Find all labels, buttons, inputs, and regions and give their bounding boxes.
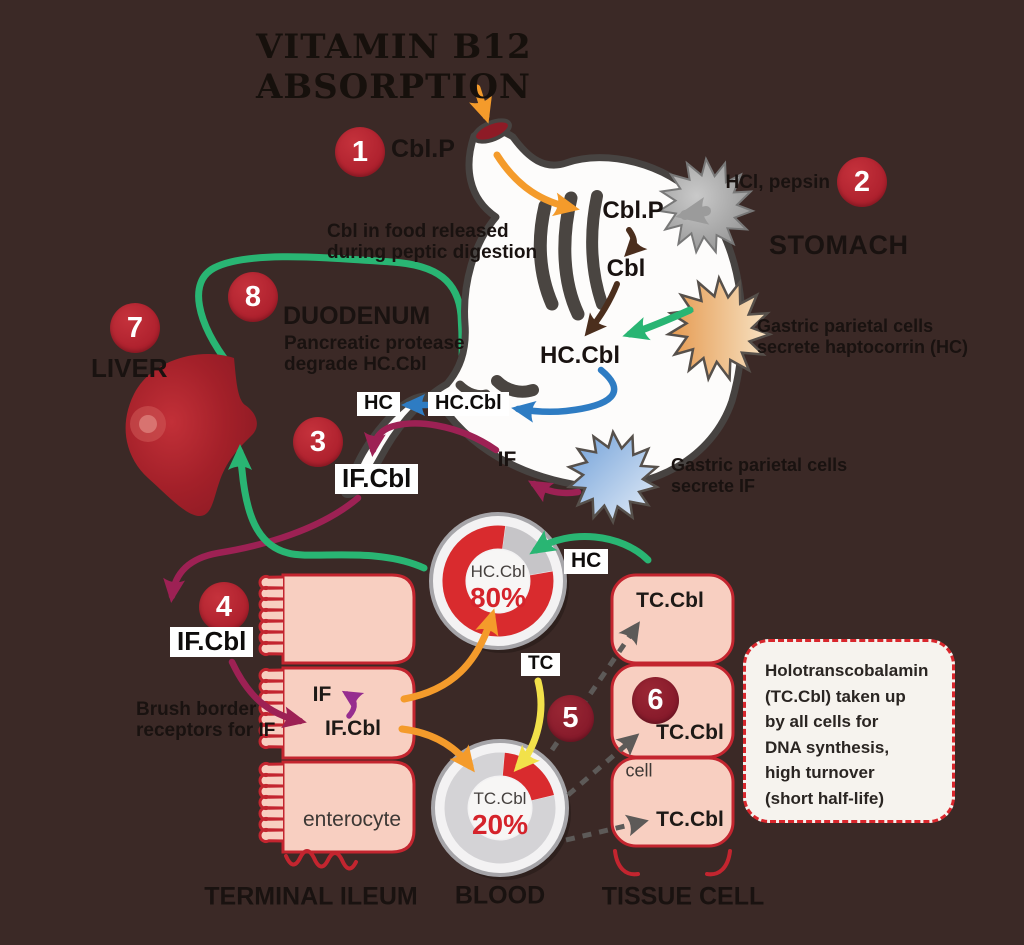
brush-border-villi bbox=[258, 762, 285, 850]
blood-tc-donut bbox=[431, 739, 571, 880]
arrow-hccbl-to-duodenum bbox=[511, 366, 618, 423]
arrow-hc-cell-to-hccbl bbox=[622, 306, 694, 341]
tissue-cell-top bbox=[610, 573, 735, 665]
step-4-badge: 4 bbox=[199, 582, 249, 632]
arrow-cbl-to-hccbl bbox=[584, 281, 620, 337]
food-release-note: Cbl in food released during peptic diges… bbox=[327, 221, 537, 263]
stomach-if-label: IF bbox=[497, 448, 517, 471]
note-line2: (TC.Cbl) taken up bbox=[765, 686, 906, 706]
donut-slice-remainder bbox=[444, 752, 556, 864]
tc-donut-value: 20% bbox=[471, 809, 529, 840]
hc-secretion-note: Gastric parietal cells secrete haptocorr… bbox=[757, 316, 968, 358]
holotranscobalamin-note: Holotranscobalamin (TC.Cbl) taken up by … bbox=[743, 639, 955, 823]
stomach-hccbl-label: HC.Cbl bbox=[540, 342, 620, 369]
duodenum-note-line2: degrade HC.Cbl bbox=[284, 354, 427, 375]
note-line1: Holotranscobalamin bbox=[765, 661, 929, 680]
step-3-badge: 3 bbox=[293, 417, 343, 467]
arrow-hc-to-donut bbox=[529, 530, 652, 564]
step-6-badge: 6 bbox=[632, 677, 679, 724]
arrow-cblp-to-cbl bbox=[624, 227, 648, 257]
duodenum-note: Pancreatic protease degrade HC.Cbl bbox=[284, 333, 465, 375]
liver-shape bbox=[125, 354, 257, 517]
arrow-if-to-ifcbl bbox=[363, 420, 500, 457]
donut-slice-remainder bbox=[501, 526, 553, 576]
step-4-ifcbl-tag: IF.Cbl bbox=[170, 627, 254, 658]
page-title: VITAMIN B12 ABSORPTION bbox=[256, 27, 532, 107]
donut-slice-Cbl-bound-to-TC-in-blood bbox=[502, 752, 554, 802]
arrow-enterocyte-to-liver bbox=[228, 444, 428, 572]
terminal-ileum-label: TERMINAL ILEUM bbox=[204, 882, 418, 911]
note-line3: by all cells for bbox=[765, 712, 879, 731]
step-1-badge: 1 bbox=[335, 127, 385, 177]
if-secreting-cell-icon bbox=[565, 428, 661, 526]
blood-hc-tag: HC bbox=[564, 549, 609, 575]
note-line6: (short half-life) bbox=[765, 788, 884, 808]
ileum-base-squiggle bbox=[284, 849, 358, 871]
donut-slice-Cbl-bound-to-HC-in-blood bbox=[442, 525, 554, 637]
arrow-food-entry bbox=[469, 84, 492, 124]
duodenum-note-line1: Pancreatic protease bbox=[284, 333, 465, 354]
hcl-pepsin-label: HCl, pepsin bbox=[725, 172, 830, 193]
duodenum-hccbl-tag: HC.Cbl bbox=[428, 392, 509, 416]
duodenum-hc-tag: HC bbox=[357, 392, 400, 416]
arrow-ifcbl-to-ileum bbox=[163, 494, 362, 603]
duodenum-label: DUODENUM bbox=[283, 302, 431, 330]
if-secretion-note-line1: Gastric parietal cells bbox=[671, 455, 848, 475]
arrow-enterocyte-to-tc-donut bbox=[398, 725, 475, 773]
tissue-cell-word: cell bbox=[625, 760, 653, 781]
step-1-label: Cbl.P bbox=[391, 135, 455, 163]
brush-border-note-line2: receptors for IF bbox=[136, 720, 276, 741]
hc-donut-value: 80% bbox=[469, 582, 527, 613]
step-7-badge: 7 bbox=[110, 303, 160, 353]
arrow-ifcbl-into-enterocyte bbox=[228, 658, 307, 729]
enterocyte-if-label: IF bbox=[312, 683, 332, 706]
food-release-note-line2: during peptic digestion bbox=[327, 242, 538, 263]
if-secretion-note-line2: secrete IF bbox=[671, 476, 756, 496]
enterocyte-cell-bottom bbox=[281, 760, 416, 854]
arrow-hcl-to-cblp bbox=[675, 197, 711, 225]
stomach-cbl-label: Cbl bbox=[606, 255, 646, 282]
food-release-note-line1: Cbl in food released bbox=[327, 221, 509, 242]
step-8-badge: 8 bbox=[228, 272, 278, 322]
brush-border-villi bbox=[258, 575, 285, 661]
blood-tc-tag: TC bbox=[521, 653, 561, 676]
tissue-tccbl-bottom-label: TC.Cbl bbox=[656, 808, 724, 831]
note-line4: DNA synthesis, bbox=[765, 737, 890, 757]
tissue-cell-label: TISSUE CELL bbox=[601, 882, 765, 911]
step-5-badge: 5 bbox=[547, 695, 594, 742]
arrow-ifcbl-to-if-in-cell bbox=[341, 690, 365, 719]
enterocyte-cell-top bbox=[281, 573, 416, 665]
step-3-ifcbl-tag: IF.Cbl bbox=[335, 464, 419, 495]
enterocyte-label: enterocyte bbox=[302, 808, 402, 831]
tissue-tccbl-mid-label: TC.Cbl bbox=[656, 721, 724, 744]
hc-secretion-note-line2: secrete haptocorrin (HC) bbox=[757, 337, 969, 357]
if-secretion-note: Gastric parietal cells secrete IF bbox=[671, 455, 847, 497]
arrow-food-to-cblp bbox=[493, 151, 580, 217]
note-line5: high turnover bbox=[765, 763, 875, 782]
liver-label: LIVER bbox=[91, 353, 168, 383]
hc-secretion-note-line1: Gastric parietal cells bbox=[757, 316, 934, 336]
brush-border-note-line1: Brush border bbox=[136, 699, 257, 720]
step-2-badge: 2 bbox=[837, 157, 887, 207]
stomach-region-label: STOMACH bbox=[769, 230, 909, 260]
tissue-tccbl-top-label: TC.Cbl bbox=[636, 589, 704, 612]
hc-donut-label: HC.Cbl bbox=[470, 562, 526, 581]
stomach-cblp-label: Cbl.P bbox=[602, 197, 664, 224]
tc-donut-label: TC.Cbl bbox=[473, 789, 527, 808]
brush-border-note: Brush border receptors for IF bbox=[136, 699, 275, 741]
arrow-enterocyte-to-hc-donut bbox=[400, 608, 499, 703]
enterocyte-ifcbl-label: IF.Cbl bbox=[325, 717, 381, 740]
arrow-if-cell-to-if bbox=[527, 480, 582, 503]
tissue-base-lines bbox=[613, 849, 732, 877]
arrow-tc-to-donut bbox=[513, 677, 545, 772]
blood-label: BLOOD bbox=[454, 881, 546, 910]
